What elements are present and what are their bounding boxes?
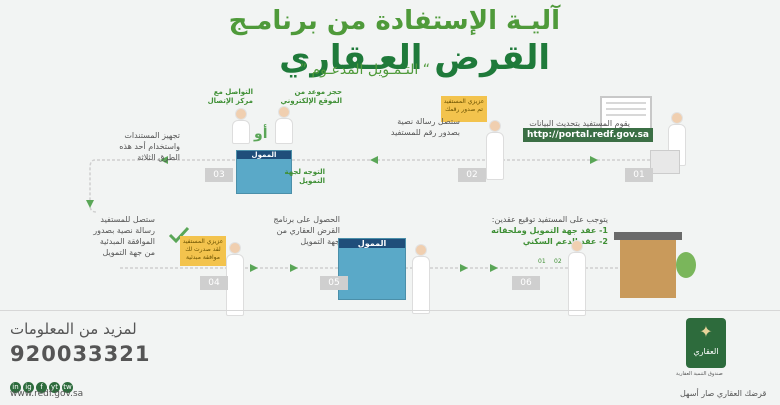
contract-doc-01: 01 <box>538 258 546 265</box>
step3-text-line3: الطرق الثلاثة <box>137 153 180 162</box>
checkmark-icon <box>168 226 190 244</box>
linkedin-icon[interactable]: in <box>10 382 21 393</box>
step-number-01: 01 <box>625 168 653 182</box>
arrow-icon <box>86 200 94 208</box>
bank-sign: الممول <box>339 239 405 248</box>
option-website-line1: حجز موعد من <box>294 88 343 96</box>
instagram-icon[interactable]: ig <box>23 382 34 393</box>
step-number-05: 05 <box>320 276 348 290</box>
logo-word: العقاري <box>693 347 719 356</box>
roof <box>614 232 682 240</box>
computer-screen-icon <box>600 96 652 134</box>
youtube-icon[interactable]: yt <box>49 382 60 393</box>
step-number-02: 02 <box>458 168 486 182</box>
or-label: أو <box>254 126 268 142</box>
step3-text-line1: تجهيز المستندات <box>124 131 180 140</box>
arrow-icon <box>290 264 298 272</box>
approval-line2: لقد صدرت لك <box>185 246 221 253</box>
phone-number[interactable]: 920033321 <box>10 342 151 366</box>
header-title-line3: “ التـمـويل المدعـوم ” <box>299 62 430 78</box>
step6-text-line1: يتوجب على المستفيد توقيع عقدين: <box>491 215 608 224</box>
twitter-icon[interactable]: tw <box>62 382 73 393</box>
arrow-icon <box>160 156 168 164</box>
more-info-label: لمزيد من المعلومات <box>10 320 137 338</box>
arrow-icon <box>250 264 258 272</box>
option-call-center-line2: مركز الإتصال <box>207 97 253 105</box>
option-call-center-line1: التواصل مع <box>213 88 253 96</box>
step2-text-line2: بصدور رقم للمستفيد <box>390 128 460 137</box>
person-icon <box>486 120 504 180</box>
website-link[interactable]: www.redf.gov.sa <box>10 389 84 399</box>
step4-text-line4: من جهة التمويل <box>102 248 156 257</box>
step2-text-line1: ستصل رسالة نصية <box>397 117 460 126</box>
step-number-03: 03 <box>205 168 233 182</box>
sms-notification: عزيزي المستفيد تم صدور رقمك <box>441 96 487 122</box>
option-visit-line1: التوجه لجهة <box>284 168 325 176</box>
logo-caption: صندوق التنمية العقارية <box>676 371 723 377</box>
step1-text: يقوم المستفيد بتحديث البيانات <box>529 119 630 128</box>
facebook-icon[interactable]: f <box>36 382 47 393</box>
header-title-line1: آليـة الإستفادة من برنامـج <box>228 6 560 36</box>
option-website-line2: الموقع الإلكتروني <box>280 97 343 105</box>
slogan: قرضك العقاري صار أسهل <box>680 389 767 398</box>
approval-line1: عزيزي المستفيد <box>182 238 224 245</box>
arrow-icon <box>370 156 378 164</box>
step-number-04: 04 <box>200 276 228 290</box>
portal-url: http://portal.redf.gov.sa <box>523 128 654 142</box>
person-icon <box>568 240 586 316</box>
palm-icon: ✦ <box>699 322 713 341</box>
step6-contract1: 1- عقد جهة التمويل وملحقاته <box>491 226 608 235</box>
bank-building-icon: الممول <box>236 150 292 194</box>
arrow-icon <box>590 156 598 164</box>
step4-text-line1: ستصل للمستفيد <box>100 215 155 224</box>
person-icon <box>412 244 430 314</box>
approval-notification: عزيزي المستفيد لقد صدرت لك موافقة مبدئية <box>180 236 226 266</box>
step-number-06: 06 <box>512 276 540 290</box>
desk-icon <box>650 150 680 174</box>
step5-text-line1: الحصول على برنامج <box>273 215 340 224</box>
contract-doc-02: 02 <box>554 258 562 265</box>
step4-text-line2: رسالة نصية بصدور <box>93 226 155 235</box>
option-visit-line2: التمويل <box>299 177 325 185</box>
bank-sign: الممول <box>237 151 291 159</box>
house-icon <box>620 238 676 298</box>
step6-contract2: 2- عقد الدعم السكني <box>522 237 608 246</box>
arrow-icon <box>460 264 468 272</box>
step5-text-line3: جهة التمويل <box>300 237 340 246</box>
redf-logo: ✦ العقاري <box>686 318 726 368</box>
step3-text-line2: واستخدام أحد هذه <box>119 142 180 151</box>
footer-divider <box>0 310 780 311</box>
step5-text-line2: القرض العقاري من <box>276 226 340 235</box>
arrow-icon <box>490 264 498 272</box>
flow-line-top <box>89 159 650 213</box>
approval-line3: موافقة مبدئية <box>186 254 220 261</box>
bank-building-icon: الممول <box>338 238 406 300</box>
person-icon <box>226 242 244 316</box>
header-title-line2: القرض العـقاري <box>279 38 550 78</box>
step4-text-line3: الموافقة المبدئية <box>99 237 155 246</box>
tree-icon <box>676 252 696 278</box>
person-icon <box>232 108 250 144</box>
person-icon <box>275 106 293 144</box>
